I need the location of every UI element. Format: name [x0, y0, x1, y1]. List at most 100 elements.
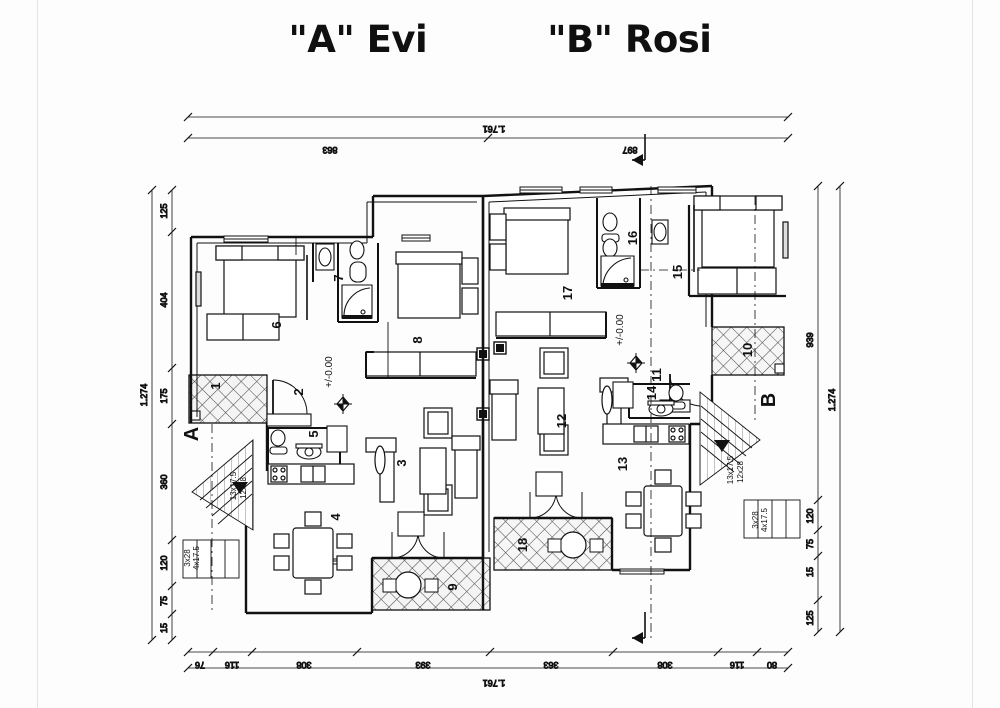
room-label-16: 16 [625, 231, 640, 245]
dimension-bottom [188, 651, 788, 669]
room-label-18: 18 [515, 538, 530, 552]
room-15-furniture [693, 195, 789, 295]
balcony-1-post [190, 410, 201, 421]
stair-tread-a: 12x28 [239, 477, 248, 499]
door-swing-2 [272, 379, 308, 415]
room-label-11: 11 [649, 368, 664, 382]
room-15-wall [687, 205, 786, 298]
dimension-left [151, 190, 173, 640]
level-symbol-a [334, 394, 352, 414]
room-label-7: 7 [331, 274, 346, 281]
scan-artifact-line [37, 0, 38, 708]
scan-artifact-line [972, 0, 973, 708]
room-number-labels: 1 2 3 4 5 6 7 8 9 10 11 12 13 14 15 16 1… [208, 231, 755, 591]
level-label-b: +/-0.00 [615, 314, 626, 346]
room-label-4: 4 [328, 513, 343, 521]
dim-right-seg-3: 15 [805, 567, 815, 577]
stair-riser-a: 13x17.5 [229, 471, 238, 500]
terrace-9-table [394, 571, 422, 599]
room-5-fixtures [269, 425, 348, 460]
room-14-fixtures [612, 381, 686, 417]
balcony-10-post [774, 363, 785, 374]
dim-bottom-total: 1.761 [483, 678, 506, 688]
room-16-fixtures [600, 212, 635, 287]
dim-bottom-seg-0: 76 [195, 660, 205, 670]
room-8-furniture [365, 251, 479, 377]
dim-bottom-seg-1: 116 [225, 660, 239, 670]
dim-bottom-seg-4: 363 [543, 660, 558, 670]
room-12-armchair [535, 471, 563, 497]
stair-tread-a2: 3x28 [183, 549, 192, 567]
room-label-8: 8 [410, 336, 425, 343]
section-marker-b: B [758, 393, 780, 407]
stair-notes: 13x17.5 12x28 4x17.5 3x28 13x17.5 12x28 … [183, 455, 769, 570]
room-6-furniture [195, 245, 305, 341]
dim-left-seg-5: 75 [159, 596, 169, 606]
terrace-18-chair [547, 538, 562, 553]
stair-riser-b2: 4x17.5 [760, 507, 769, 532]
terrace-18-table [559, 531, 587, 559]
dim-left-seg-4: 120 [159, 555, 169, 570]
terrace-9-chair [424, 578, 439, 593]
stair-tread-b: 12x28 [736, 461, 745, 483]
dim-left-seg-1: 404 [159, 292, 169, 307]
dim-bottom-seg-2: 308 [296, 660, 311, 670]
room-label-2: 2 [291, 388, 306, 395]
dim-bottom-seg-3: 393 [415, 660, 430, 670]
level-marker-group: +/-0.00 +/-0.00 [324, 314, 645, 414]
dim-right-seg-1: 120 [805, 508, 815, 523]
terrace-18-chair [589, 538, 604, 553]
section-arrowhead-top [632, 154, 643, 166]
room-17-furniture [489, 207, 607, 337]
room-4-dining [273, 511, 353, 595]
room-8-walls [365, 351, 476, 379]
room-label-5: 5 [306, 430, 321, 437]
stair-direction-arrow-a [232, 482, 248, 494]
balcony-10-hatch [711, 326, 785, 376]
room-13-dining [625, 469, 702, 553]
sheet-title: "A" Evi "B" Rosi [0, 18, 1000, 61]
dim-bottom-seg-7: 80 [767, 660, 777, 670]
stair-riser-b: 13x17.5 [726, 455, 735, 484]
level-symbol-b [627, 353, 645, 373]
section-marker-a: A [181, 427, 203, 441]
dim-left-total: 1.274 [139, 384, 149, 407]
room-17-walls [496, 312, 607, 339]
room-label-3: 3 [394, 459, 409, 466]
dim-bottom-seg-6: 116 [730, 660, 744, 670]
dim-left-seg-0: 125 [159, 203, 169, 218]
stair-direction-arrow-b [714, 440, 730, 452]
room-label-12: 12 [554, 414, 569, 428]
title-left: "A" Evi [288, 18, 428, 61]
room-label-9: 9 [445, 583, 460, 590]
balcony-1-hatch [188, 374, 268, 424]
dim-bottom-seg-5: 308 [657, 660, 672, 670]
dim-right-seg-2: 75 [805, 539, 815, 549]
dim-top-seg-1: 897 [622, 145, 637, 155]
level-label-a: +/-0.00 [324, 356, 335, 388]
room-16-walls [596, 198, 641, 289]
room-3-armchair [397, 511, 425, 537]
window-glass [520, 189, 696, 572]
dim-top-seg-0: 863 [322, 145, 337, 155]
dim-right-seg-4: 125 [805, 610, 815, 625]
room-label-14: 14 [644, 385, 659, 400]
room-7-fixtures [315, 240, 373, 319]
room-label-1: 1 [208, 382, 223, 389]
dim-top-total: 1.761 [483, 124, 506, 134]
dim-right-seg-0: 939 [805, 332, 815, 347]
stairs-a-lower [182, 539, 240, 579]
stairs-a [191, 439, 254, 531]
room-label-17: 17 [560, 286, 575, 300]
dimension-right [817, 186, 841, 632]
terrace-9-chair [382, 578, 397, 593]
dim-left-seg-2: 175 [159, 388, 169, 403]
room-2-cabinet [266, 413, 312, 427]
title-right: "B" Rosi [547, 18, 712, 61]
section-arrow-bottom [632, 612, 646, 639]
room-label-15: 15 [670, 265, 685, 279]
room-3-furniture [365, 407, 481, 516]
room-7-walls [312, 243, 379, 323]
